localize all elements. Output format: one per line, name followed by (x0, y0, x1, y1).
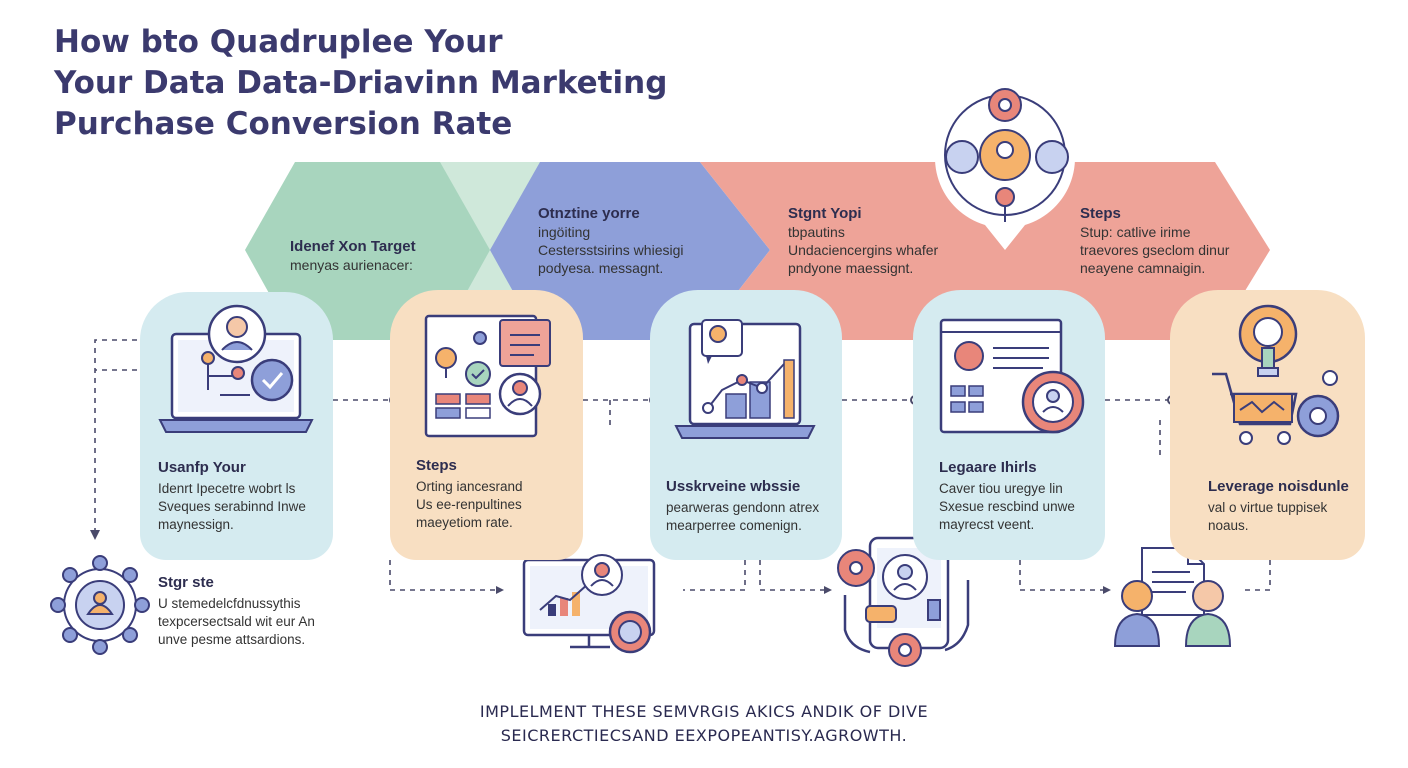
step-card-4: Legaare Ihirls Caver tiou uregye lin Sxe… (913, 290, 1105, 560)
band-line: pndyone maessignt. (788, 260, 914, 276)
card-line: val o virtue tuppisek (1208, 500, 1328, 515)
card-line: maynessign. (158, 517, 234, 532)
band-line: menyas aurienacer: (290, 257, 413, 273)
band-line: neayene camnaigin. (1080, 260, 1206, 276)
title-line-2: Your Data Data-Driavinn Marketing (54, 65, 668, 101)
band-segment: Stgnt Yopi tbpautins Undaciencergins wha… (788, 205, 938, 277)
card-line: pearweras gendonn atrex (666, 500, 820, 515)
step-card-1: Usanfp Your Idenrt Ipecetre wobrt ls Sve… (140, 292, 333, 560)
card-line: Orting iancesrand (416, 479, 523, 494)
page-title: How bto Quadruplee Your Your Data Data-D… (54, 22, 667, 145)
band-heading: Steps (1080, 205, 1121, 222)
band-line: Undaciencergins whafer (788, 242, 939, 258)
card-heading: Usanfp Your (158, 459, 246, 476)
card-heading: Legaare Ihirls (939, 459, 1037, 476)
card-heading: Usskrveine wbssie (666, 478, 801, 495)
card-text: Usanfp Your Idenrt Ipecetre wobrt ls Sve… (158, 459, 306, 534)
card-line: Sveques serabinnd Inwe (158, 499, 306, 514)
card-line: noaus. (1208, 518, 1249, 533)
laptop-profile-icon (158, 304, 314, 433)
band-optimize: Otnztine yorre ingöiting Cestersstsirins… (538, 205, 683, 277)
band-line: tbpautins (788, 224, 845, 240)
team-document-icon (1113, 547, 1232, 647)
title-line-1: How bto Quadruplee Your (54, 24, 503, 60)
laptop-chart-icon (674, 319, 816, 439)
analytics-monitor-icon (522, 554, 656, 654)
card-line: maeyetiom rate. (416, 515, 513, 530)
side-note-line: unve pesme attsardions. (158, 632, 306, 647)
dashboard-insights-icon (424, 314, 551, 438)
side-note-line: texpcersectsald wit eur An (158, 614, 315, 629)
band-line: podyesa. messagnt. (538, 260, 664, 276)
people-network-icon (935, 87, 1075, 250)
band-steps: Steps Stup: catlive irime traevores gsec… (1080, 205, 1229, 277)
card-text: Steps Orting iancesrand Us ee-renpultine… (416, 457, 523, 532)
webpage-settings-icon (939, 318, 1085, 434)
footer-line-1: IMPLELMENT THESE SEMVRGIS AKICS ANDIK OF… (479, 702, 929, 721)
band-line: Stup: catlive irime (1080, 224, 1191, 240)
hub-network-icon (50, 555, 150, 655)
step-card-3: Usskrveine wbssie pearweras gendonn atre… (650, 290, 842, 560)
side-note: Stgr ste U stemedelcfdnussythis texpcers… (158, 574, 315, 649)
title-line-3: Purchase Conversion Rate (54, 106, 513, 142)
footer-line-2: SEICRERCTIECSAND EEXPOPEANTISY.AGROWTH. (500, 726, 908, 745)
card-line: Sxesue rescbind unwe (939, 499, 1075, 514)
band-line: Cestersstsirins whiesigi (538, 242, 684, 258)
band-salmon (700, 162, 1270, 340)
band-heading: Stgnt Yopi (788, 205, 862, 222)
card-line: Us ee-renpultines (416, 497, 522, 512)
card-line: mayrecst veent. (939, 517, 1035, 532)
band-line: traevores gseclom dinur (1080, 242, 1230, 258)
cart-lightbulb-icon (1212, 304, 1340, 445)
card-line: Idenrt Ipecetre wobrt ls (158, 481, 296, 496)
card-line: mearperree comenign. (666, 518, 802, 533)
step-card-2: Steps Orting iancesrand Us ee-renpultine… (390, 290, 583, 560)
card-heading: Steps (416, 457, 457, 474)
card-text: Legaare Ihirls Caver tiou uregye lin Sxe… (939, 459, 1075, 534)
band-heading: Otnztine yorre (538, 205, 640, 222)
band-heading: Idenef Xon Target (290, 238, 416, 255)
card-text: Usskrveine wbssie pearweras gendonn atre… (666, 478, 819, 535)
side-note-line: U stemedelcfdnussythis (158, 596, 301, 611)
card-text: Leverage noisdunle val o virtue tuppisek… (1208, 478, 1349, 535)
mobile-hands-icon (837, 536, 970, 667)
band-line: ingöiting (538, 224, 591, 240)
footer-callout: IMPLELMENT THESE SEMVRGIS AKICS ANDIK OF… (0, 700, 1408, 748)
card-line: Caver tiou uregye lin (939, 481, 1063, 496)
band-target-audience: Idenef Xon Target menyas aurienacer: (290, 238, 416, 274)
card-heading: Leverage noisdunle (1208, 478, 1349, 495)
step-card-5: Leverage noisdunle val o virtue tuppisek… (1170, 290, 1365, 560)
side-note-heading: Stgr ste (158, 574, 214, 591)
